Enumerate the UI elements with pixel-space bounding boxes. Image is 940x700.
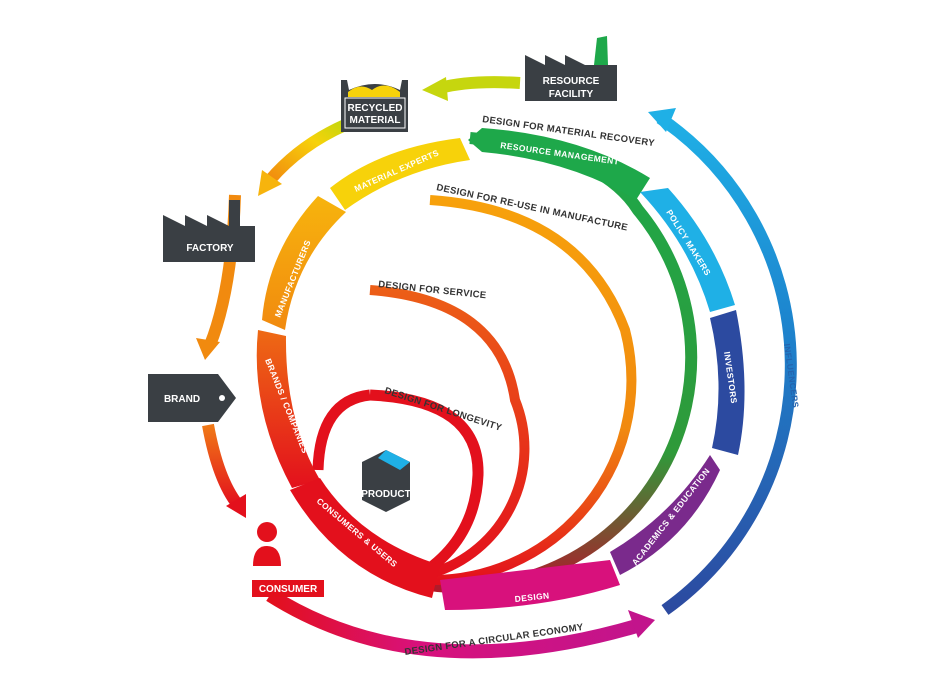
influencers-arrowhead	[648, 108, 676, 132]
node-consumer: CONSUMER	[252, 522, 324, 597]
node-brand: BRAND	[148, 374, 236, 422]
stakeholder-influencers-arc	[656, 113, 797, 615]
factory-icon	[163, 200, 255, 262]
loop-reuse-manufacture-arc	[424, 195, 637, 586]
loop-longevity-inner	[312, 389, 371, 471]
brand-label: BRAND	[164, 394, 200, 405]
flow-arrow-resource-to-recycled	[438, 76, 521, 94]
chimney-icon	[594, 36, 608, 65]
person-icon	[253, 546, 281, 566]
stakeholder-brands-band	[256, 330, 320, 488]
node-resource-facility: RESOURCE FACILITY	[525, 36, 617, 101]
stakeholder-material-experts-band	[330, 138, 470, 210]
flow-arrowhead-consumer	[226, 494, 246, 518]
loop-circular-economy-arrowhead	[628, 610, 655, 638]
resource-facility-line1: RESOURCE	[543, 76, 600, 87]
loop-circular-economy-arc	[266, 589, 642, 659]
resource-facility-line2: FACILITY	[549, 89, 594, 100]
flow-arrowhead-recycled	[422, 77, 448, 101]
person-head-icon	[257, 522, 277, 542]
flow-arrow-recycled-to-factory	[265, 119, 348, 184]
product-label: PRODUCT	[361, 489, 410, 500]
node-recycled-material: RECYCLED MATERIAL	[341, 80, 408, 132]
node-factory: FACTORY	[163, 200, 255, 262]
stakeholder-policy-makers-band	[640, 188, 735, 312]
stakeholder-design-label: DESIGN	[514, 590, 550, 604]
stakeholder-manufacturers-band	[262, 196, 346, 330]
stakeholder-consumers-band	[290, 478, 440, 598]
loop-longevity-arc	[369, 389, 484, 580]
stakeholder-academics-band	[610, 455, 720, 575]
stakeholder-investors-band	[710, 310, 745, 455]
recycled-material-line2: MATERIAL	[350, 115, 401, 126]
stakeholder-resource-management-band	[468, 128, 650, 200]
node-product: PRODUCT	[361, 450, 411, 512]
loop-service-arc	[369, 285, 530, 580]
flow-arrowhead-brand	[196, 338, 220, 360]
recycled-material-line1: RECYCLED	[347, 103, 402, 114]
loop-longevity-label: DESIGN FOR LONGEVITY	[383, 385, 503, 433]
tag-icon	[148, 374, 236, 422]
flow-arrow-brand-to-consumer	[202, 423, 243, 509]
stakeholder-design-band	[440, 560, 620, 610]
stakeholder-academics-label: ACADEMICS & EDUCATION	[630, 466, 712, 567]
consumer-label: CONSUMER	[259, 584, 318, 595]
factory-label: FACTORY	[186, 243, 234, 254]
flow-arrowhead-factory	[258, 170, 282, 196]
